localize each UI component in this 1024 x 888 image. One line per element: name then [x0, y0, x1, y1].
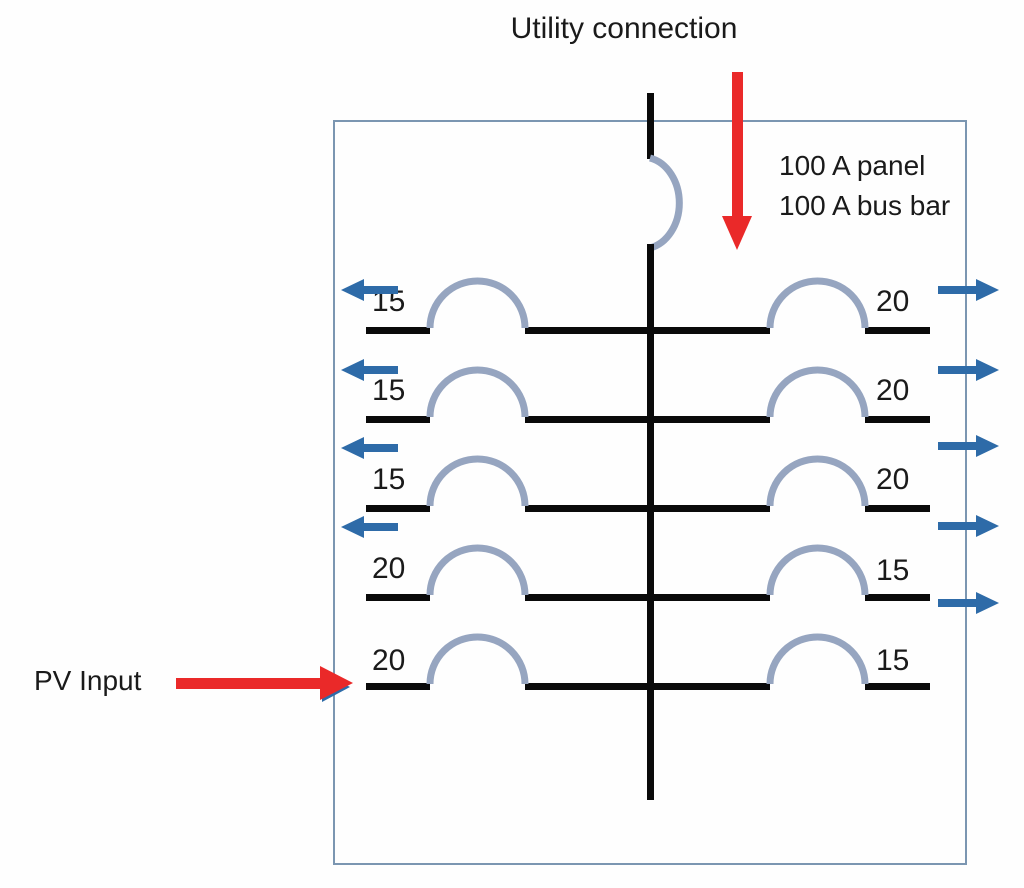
arrow-head: [976, 435, 999, 457]
load-arrow-left: [341, 516, 398, 538]
panel-rating-note: 100 A panel 100 A bus bar: [779, 146, 950, 226]
arrow-shaft: [360, 286, 398, 294]
breaker-arc: [766, 455, 869, 507]
branch-line: [366, 505, 430, 512]
arrow-head: [341, 279, 364, 301]
branch-line: [865, 594, 930, 601]
breaker-arc: [426, 544, 529, 596]
breaker-rating-right-3: 20: [876, 463, 910, 496]
utility-arrow-head: [722, 216, 752, 250]
breaker-arc: [426, 277, 529, 329]
breaker-arc: [766, 544, 869, 596]
breaker-rating-right-4: 15: [876, 554, 910, 587]
breaker-arc: [766, 277, 869, 329]
load-arrow-right: [938, 279, 999, 301]
arrow-shaft: [938, 599, 980, 607]
breaker-arc: [426, 366, 529, 418]
arrow-shaft: [938, 366, 980, 374]
breaker-rating-left-3: 15: [372, 463, 406, 496]
breaker-rating-left-5: 20: [372, 644, 406, 677]
branch-row: [366, 633, 930, 690]
pv-arrow: [176, 666, 353, 702]
utility-connection-label: Utility connection: [510, 12, 738, 45]
branch-line: [525, 594, 770, 601]
breaker-rating-right-2: 20: [876, 374, 910, 407]
breaker-rating-right-1: 20: [876, 285, 910, 318]
load-arrow-right: [938, 359, 999, 381]
arrow-head: [976, 359, 999, 381]
breaker-arc: [426, 455, 529, 507]
branch-line: [525, 505, 770, 512]
breaker-rating-left-2: 15: [372, 374, 406, 407]
bus-bar: [647, 244, 654, 800]
branch-line: [865, 416, 930, 423]
branch-line: [865, 505, 930, 512]
breaker-arc: [766, 633, 869, 685]
arrow-head: [341, 359, 364, 381]
arrow-shaft: [938, 286, 980, 294]
utility-arrow-shaft: [732, 72, 743, 218]
load-arrow-right: [938, 515, 999, 537]
busbar-rating-line: 100 A bus bar: [779, 190, 951, 221]
pv-arrow-shaft: [176, 678, 324, 689]
breaker-rating-right-5: 15: [876, 644, 910, 677]
breaker-arc: [766, 366, 869, 418]
load-arrow-right: [938, 592, 999, 614]
breaker-arc: [426, 633, 529, 685]
branch-row: [366, 455, 930, 512]
pv-input-label: PV Input: [34, 665, 142, 696]
panel-rating-line: 100 A panel: [779, 150, 926, 181]
branch-row: [366, 366, 930, 423]
branch-line: [366, 327, 430, 334]
arrow-shaft: [360, 444, 398, 452]
arrow-head: [341, 437, 364, 459]
branch-line: [525, 683, 770, 690]
branch-line: [525, 416, 770, 423]
service-entry-stub: [647, 93, 654, 159]
arrow-head: [976, 592, 999, 614]
arrow-head: [976, 515, 999, 537]
arrow-head: [976, 279, 999, 301]
load-arrow-left: [341, 279, 398, 301]
load-arrow-left: [341, 359, 398, 381]
arrow-shaft: [360, 523, 398, 531]
branch-line: [865, 683, 930, 690]
branch-row: [366, 277, 930, 334]
branch-line: [366, 416, 430, 423]
arrow-head: [341, 516, 364, 538]
breaker-rating-left-4: 20: [372, 552, 406, 585]
branch-row: [366, 544, 930, 601]
branch-line: [366, 683, 430, 690]
load-arrow-right: [938, 435, 999, 457]
branch-line: [366, 594, 430, 601]
arrow-shaft: [938, 522, 980, 530]
main-breaker-arc: [648, 154, 683, 252]
load-arrow-left: [341, 437, 398, 459]
branch-line: [865, 327, 930, 334]
branch-line: [525, 327, 770, 334]
arrow-shaft: [360, 366, 398, 374]
utility-arrow: [722, 72, 752, 250]
pv-arrow-head: [320, 666, 353, 700]
arrow-shaft: [938, 442, 980, 450]
